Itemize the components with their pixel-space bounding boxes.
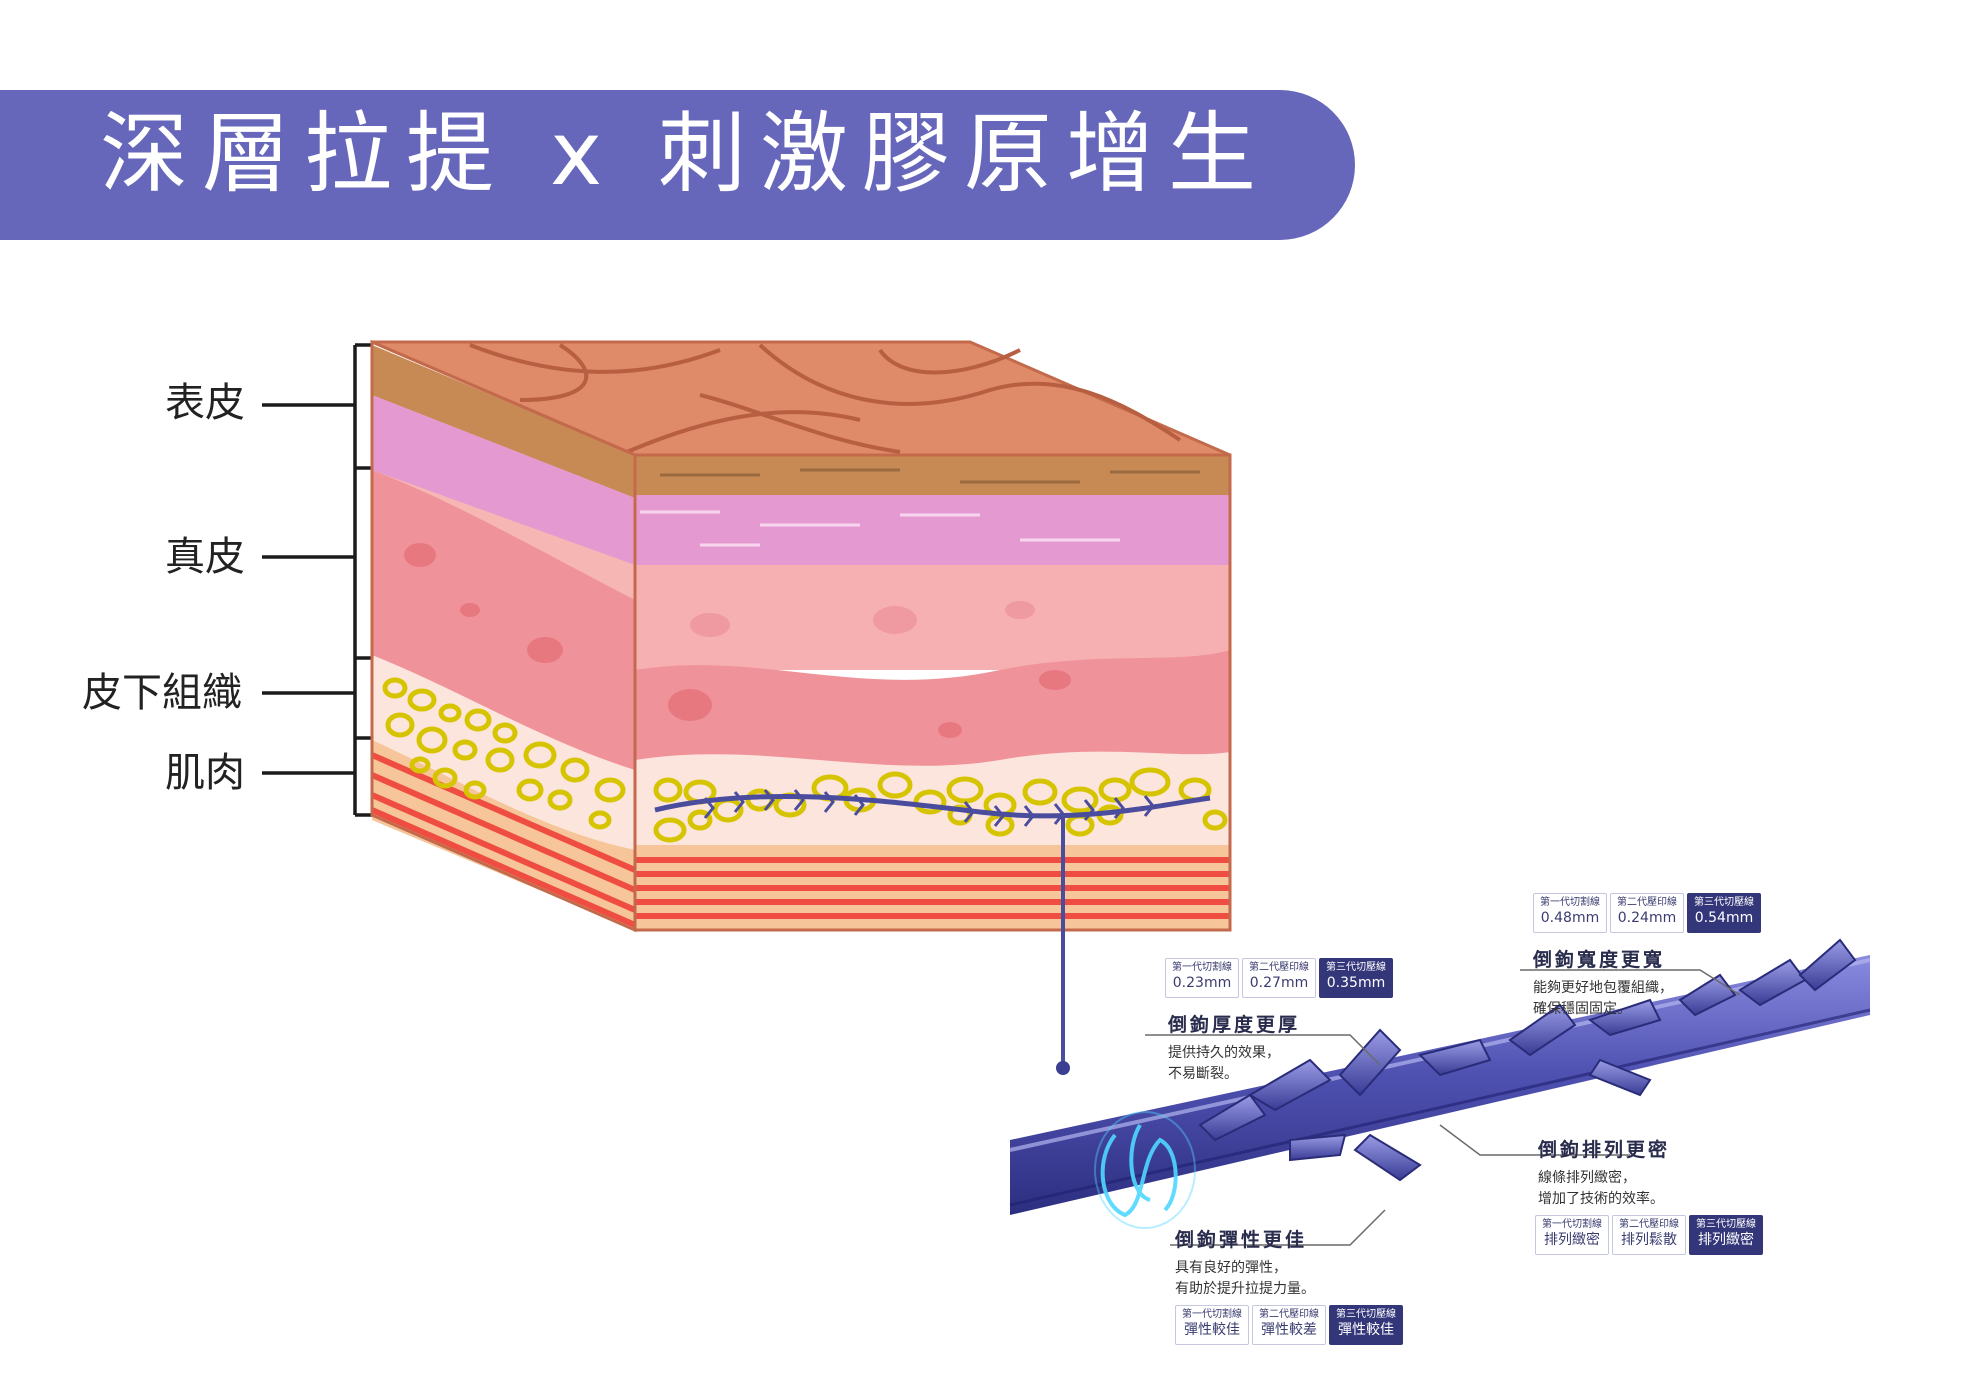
chip-gen1: 第一代切割線彈性較佳 [1175, 1305, 1249, 1346]
thread-barb [1338, 1028, 1402, 1097]
layer-label-dermis: 真皮 [165, 534, 245, 580]
fat-cell [653, 817, 687, 843]
fat-cell [382, 677, 408, 699]
chip-gen3: 第三代切壓線彈性較佳 [1329, 1305, 1403, 1346]
fat-cell [1022, 778, 1058, 806]
skin-front-face [635, 455, 1230, 930]
title-banner [0, 90, 1355, 240]
thread-barb [1289, 1133, 1347, 1162]
thread-barb [1588, 1058, 1652, 1097]
fat-cell [913, 789, 947, 815]
fat-cell [877, 771, 913, 799]
chip-gen1: 第一代切割線排列緻密 [1535, 1215, 1609, 1256]
page-title: 深層拉提 x 刺激膠原增生 [100, 102, 1271, 205]
fat-cell [594, 777, 626, 803]
chip-gen3: 第三代切壓線排列緻密 [1689, 1215, 1763, 1256]
fat-cell [407, 688, 437, 712]
fat-cell [409, 756, 431, 774]
spec-chips-density: 第一代切割線排列緻密 第二代壓印線排列鬆散 第三代切壓線排列緻密 [1535, 1215, 1763, 1256]
thread-barb [1418, 1038, 1492, 1077]
fat-cell [438, 703, 462, 723]
fat-cell [516, 778, 544, 802]
fat-cell [547, 789, 573, 811]
feature-title-elasticity: 倒鉤彈性更佳 [1175, 1229, 1308, 1251]
fat-cell [464, 708, 492, 732]
fat-cell [653, 777, 683, 803]
callout-lines [1145, 969, 1741, 1246]
fat-cell [1129, 767, 1171, 797]
fat-cell [432, 767, 458, 789]
thread-closeup [1009, 938, 1871, 1229]
thread-barb [1248, 1058, 1332, 1112]
layer-label-epidermis: 表皮 [165, 380, 245, 426]
embedded-thread [654, 789, 1211, 1075]
thread-barb [1508, 1003, 1577, 1057]
fat-cells [382, 677, 1228, 843]
elastic-glow [1094, 1111, 1196, 1229]
feature-desc-thickness: 提供持久的效果，不易斷裂。 [1168, 1045, 1280, 1082]
chip-gen2: 第二代壓印線排列鬆散 [1612, 1215, 1686, 1256]
spec-chips-elasticity: 第一代切割線彈性較佳 第二代壓印線彈性較差 第三代切壓線彈性較佳 [1175, 1305, 1403, 1346]
layer-bracket [262, 343, 372, 817]
feature-desc-width: 能夠更好地包覆組織，確保穩固固定。 [1533, 980, 1673, 1017]
fat-cell [1202, 809, 1228, 831]
fat-cell [452, 739, 478, 761]
thread-barb [1678, 973, 1737, 1017]
thread-barb [1587, 998, 1662, 1037]
feature-desc-elasticity: 具有良好的彈性，有助於提升拉提力量。 [1175, 1260, 1315, 1297]
fat-cell [485, 747, 515, 773]
fat-cell [560, 757, 590, 783]
fat-cell [385, 712, 415, 738]
fat-cell [492, 722, 518, 744]
feature-title-thickness: 倒鉤厚度更厚 [1168, 1014, 1301, 1036]
fat-cell [946, 776, 984, 804]
chip-gen2: 第二代壓印線彈性較差 [1252, 1305, 1326, 1346]
layer-label-muscle: 肌肉 [165, 750, 245, 796]
fat-cell [416, 726, 448, 754]
fat-cell [588, 810, 612, 830]
feature-title-width: 倒鉤寬度更寬 [1533, 949, 1666, 971]
feature-title-density: 倒鉤排列更密 [1538, 1139, 1671, 1161]
thread-barb [1798, 938, 1857, 992]
fat-cell [687, 809, 713, 831]
thread-barb [1198, 1093, 1267, 1142]
fat-cell [1061, 786, 1099, 814]
thread-barb [1353, 1133, 1422, 1182]
fat-cell [463, 780, 487, 800]
layer-label-subcutaneous: 皮下組織 [82, 670, 242, 716]
feature-desc-density: 線條排列緻密，增加了技術的效率。 [1538, 1170, 1664, 1207]
fat-cell [523, 741, 557, 769]
